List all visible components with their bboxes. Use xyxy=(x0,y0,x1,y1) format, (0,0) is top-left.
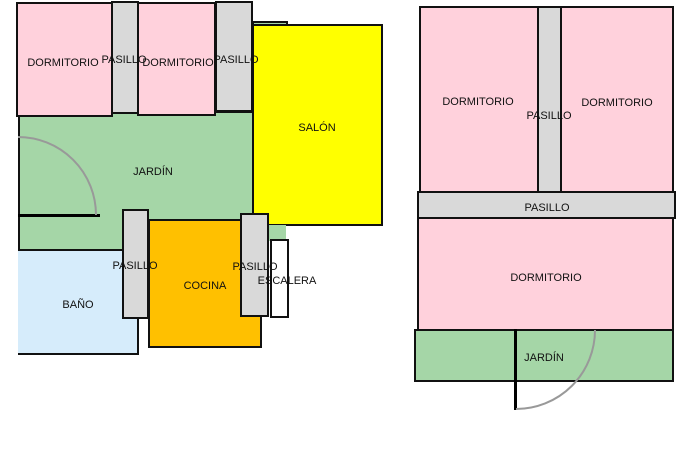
label-pasillo: PASILLO xyxy=(101,54,147,66)
bano-room xyxy=(18,249,139,355)
door-wall xyxy=(18,214,100,217)
pasillo-room xyxy=(537,6,562,193)
label-jardin: JARDÍN xyxy=(133,166,173,178)
label-pasillo: PASILLO xyxy=(112,260,158,272)
label-dormitorio: DORMITORIO xyxy=(581,97,653,109)
pasillo-room xyxy=(122,209,149,319)
label-bano: BAÑO xyxy=(62,299,94,311)
label-dormitorio: DORMITORIO xyxy=(27,57,99,69)
label-pasillo: PASILLO xyxy=(526,110,572,122)
label-dormitorio: DORMITORIO xyxy=(442,96,514,108)
label-cocina: COCINA xyxy=(183,280,227,292)
dormitorio-room xyxy=(417,217,674,331)
label-salon: SALÓN xyxy=(298,122,336,134)
escalera-room xyxy=(270,239,289,318)
label-dormitorio: DORMITORIO xyxy=(510,272,582,284)
door-wall xyxy=(514,329,517,410)
dormitorio-room xyxy=(419,6,539,193)
pasillo-room xyxy=(111,1,139,114)
label-escalera: ESCALERA xyxy=(257,275,317,287)
jardin-strip xyxy=(267,225,286,241)
dormitorio-room xyxy=(137,2,216,116)
label-pasillo: PASILLO xyxy=(232,261,278,273)
label-pasillo: PASILLO xyxy=(213,54,259,66)
label-pasillo: PASILLO xyxy=(524,202,570,214)
pasillo-room xyxy=(240,213,269,317)
label-jardin: JARDÍN xyxy=(524,352,564,364)
jardin-room-lower xyxy=(18,222,128,252)
salon-room xyxy=(252,24,383,226)
label-dormitorio: DORMITORIO xyxy=(142,57,214,69)
